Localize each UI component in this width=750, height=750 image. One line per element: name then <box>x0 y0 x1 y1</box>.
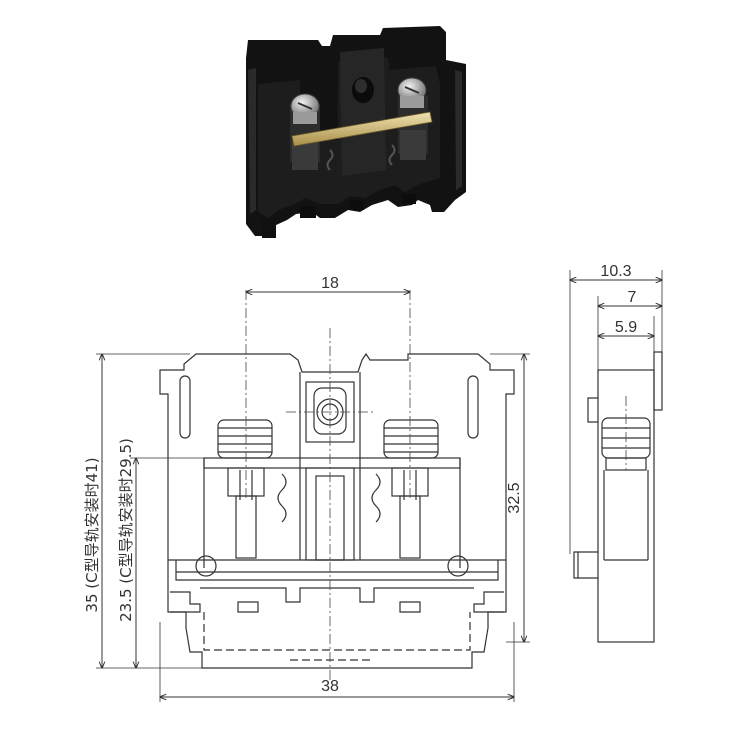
terminal-block-photo <box>246 26 466 238</box>
dim-label-18: 18 <box>321 275 339 292</box>
dimension-right-32-5: 32.5 <box>490 354 530 642</box>
dimension-side-10-3: 10.3 <box>570 263 662 280</box>
front-view-drawing <box>159 352 515 669</box>
dim-label-7: 7 <box>628 289 637 306</box>
side-view-drawing <box>573 351 663 643</box>
dim-label-23-5: 23.5 (C型导轨安装时29.5) <box>117 438 135 622</box>
dimension-top-18: 18 <box>246 275 410 292</box>
dimension-side-7: 7 <box>598 289 662 306</box>
dimension-left-23-5: 23.5 (C型导轨安装时29.5) <box>117 438 204 668</box>
dimension-side-5-9: 5.9 <box>598 316 654 352</box>
dim-label-32-5: 32.5 <box>506 482 523 513</box>
front-center-lines <box>245 290 411 680</box>
dim-label-5-9: 5.9 <box>615 319 637 336</box>
dimension-left-35: 35 (C型导轨安装时41) <box>83 354 202 668</box>
dimension-bottom-38: 38 <box>160 622 514 702</box>
dim-label-38: 38 <box>321 678 339 695</box>
dim-label-35: 35 (C型导轨安装时41) <box>83 457 101 612</box>
dim-label-10-3: 10.3 <box>600 263 631 280</box>
